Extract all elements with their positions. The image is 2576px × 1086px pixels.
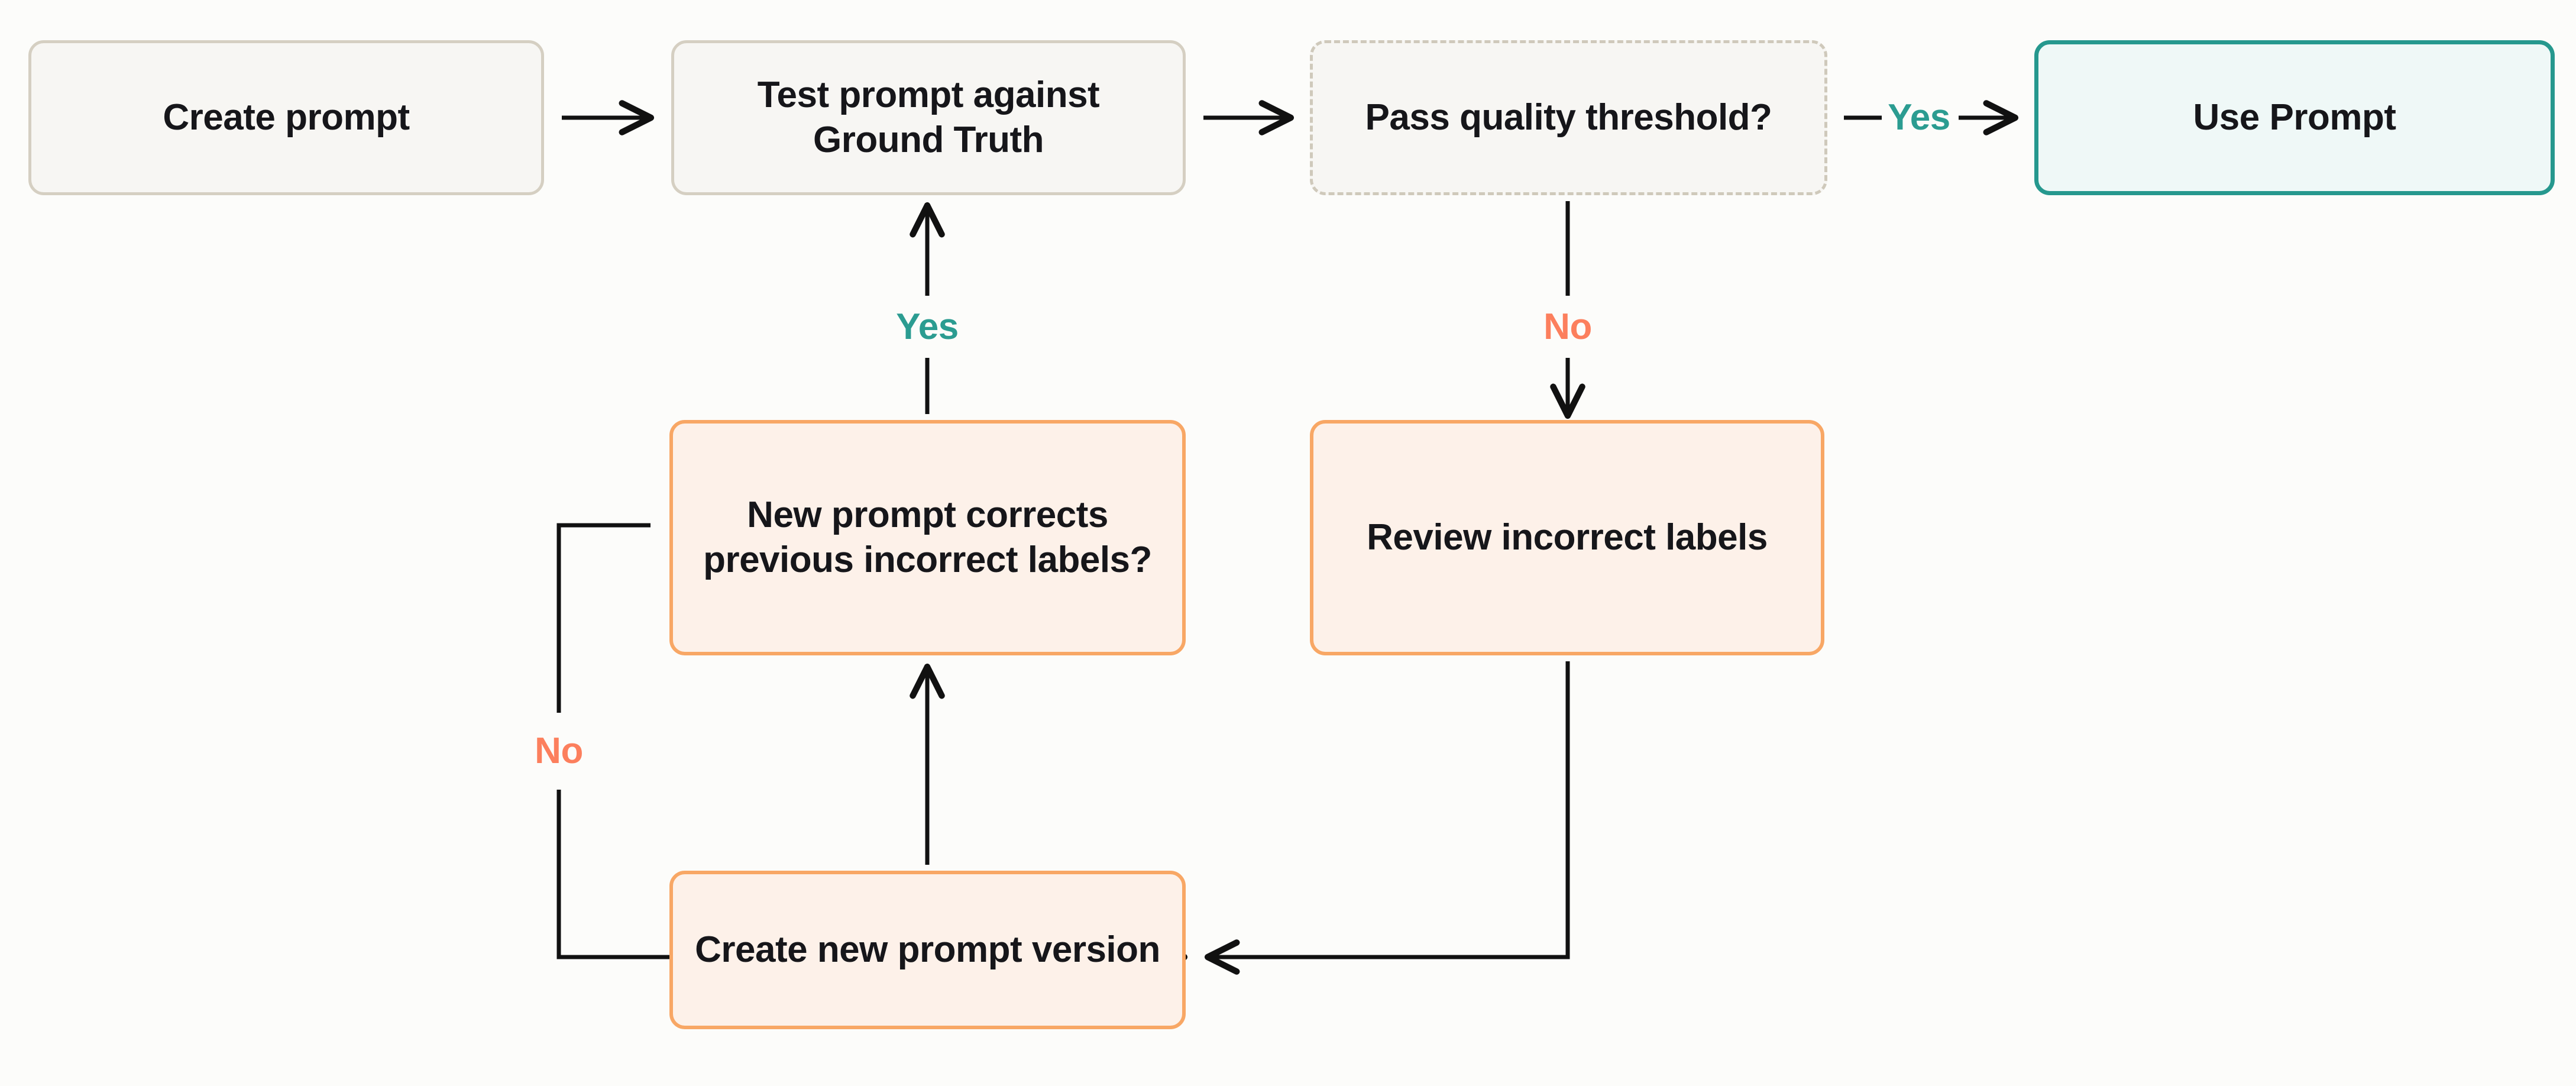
flow-node-new-prompt-corrects[interactable]: New prompt corrects previous incorrect l… bbox=[669, 420, 1186, 655]
flow-node-use-prompt[interactable]: Use Prompt bbox=[2034, 40, 2555, 195]
flow-node-label: Create prompt bbox=[163, 97, 410, 138]
edge-label-corrects-no-to-create-new-version: No bbox=[535, 731, 583, 771]
flow-node-label: Pass quality threshold? bbox=[1365, 97, 1772, 138]
flow-node-pass-quality-threshold[interactable]: Pass quality threshold? bbox=[1310, 40, 1827, 195]
flow-node-label: Review incorrect labels bbox=[1367, 517, 1768, 558]
flow-node-label: Use Prompt bbox=[2193, 97, 2396, 138]
edge-label-threshold-no-to-review: No bbox=[1543, 306, 1592, 347]
flow-edge-review-to-create-new-version bbox=[1204, 661, 1570, 975]
edge-label-corrects-yes-to-test: Yes bbox=[896, 306, 959, 347]
flow-node-test-prompt[interactable]: Test prompt against Ground Truth bbox=[671, 40, 1186, 195]
flow-edge-corrects-no-to-create-new-version bbox=[556, 523, 651, 713]
flow-node-create-prompt[interactable]: Create prompt bbox=[28, 40, 544, 195]
flow-node-label: Create new prompt version bbox=[695, 929, 1160, 971]
flow-node-label: New prompt corrects previous incorrect l… bbox=[703, 494, 1152, 580]
flow-node-create-new-prompt-version[interactable]: Create new prompt version bbox=[669, 871, 1186, 1029]
flow-node-review-incorrect-labels[interactable]: Review incorrect labels bbox=[1310, 420, 1824, 655]
edge-label-threshold-yes-to-use-prompt: Yes bbox=[1888, 97, 1950, 138]
flow-node-label: Test prompt against Ground Truth bbox=[757, 75, 1100, 160]
